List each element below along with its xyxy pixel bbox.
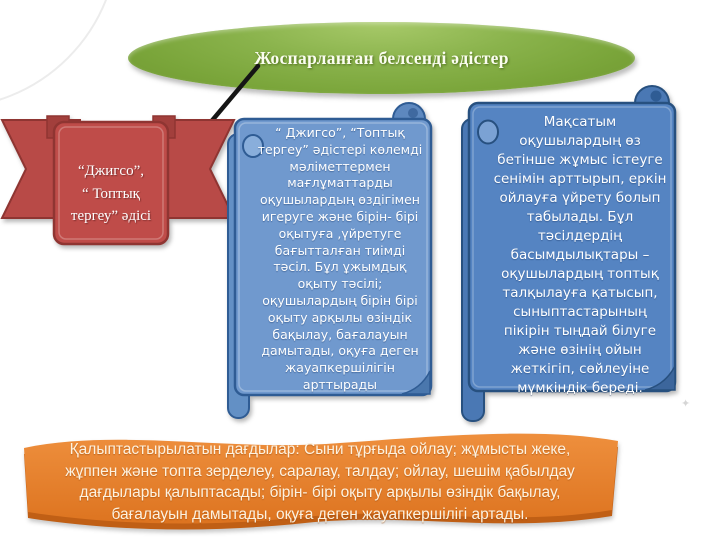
scroll-top-curl-core: [650, 90, 662, 102]
scroll-bottom-fold: [401, 370, 431, 395]
scroll-inner-highlight: [472, 106, 672, 388]
scroll-panel: [467, 101, 677, 393]
ribbon-center-panel: [52, 120, 170, 246]
ribbon-shape: [0, 115, 236, 246]
description-text: “ Джигсо”, “Топтық тергеу” әдістері көле…: [257, 125, 423, 392]
goal-text: Мақсатым оқушылардың өз бетінше жұмыс іс…: [493, 114, 667, 396]
wave-front: [24, 433, 618, 524]
ribbon-inner-highlight: [58, 126, 164, 240]
wave-shape: [24, 433, 618, 530]
background-arc-decoration: [0, 0, 119, 109]
sparkle-icon: ✦: [681, 398, 691, 410]
goal-scroll: Мақсатым оқушылардың өз бетінше жұмыс іс…: [460, 83, 685, 428]
scroll-roll-end: [477, 119, 499, 145]
slide-title: Жоспарланған белсенді әдістер: [254, 47, 509, 68]
scroll-inner-highlight: [238, 122, 428, 392]
scroll-panel: [233, 117, 433, 397]
scroll-shape-dark: [461, 85, 677, 422]
scroll-top-curl-core: [408, 108, 418, 118]
method-label: “Джигсо”, “ Топтық тергеу” әдісі: [70, 163, 152, 224]
scroll-roll-end: [242, 134, 264, 158]
description-scroll: “ Джигсо”, “Топтық тергеу” әдістері көле…: [226, 100, 438, 425]
skills-banner: Қалыптастырылатын дағдылар: Сыни тұрғыда…: [10, 424, 630, 536]
skills-text: Қалыптастырылатын дағдылар: Сыни тұрғыда…: [65, 441, 575, 523]
scroll-shape-light: [227, 102, 433, 419]
scroll-bottom-fold: [644, 365, 676, 391]
method-ribbon: “Джигсо”, “ Топтық тергеу” әдісі: [0, 110, 236, 250]
